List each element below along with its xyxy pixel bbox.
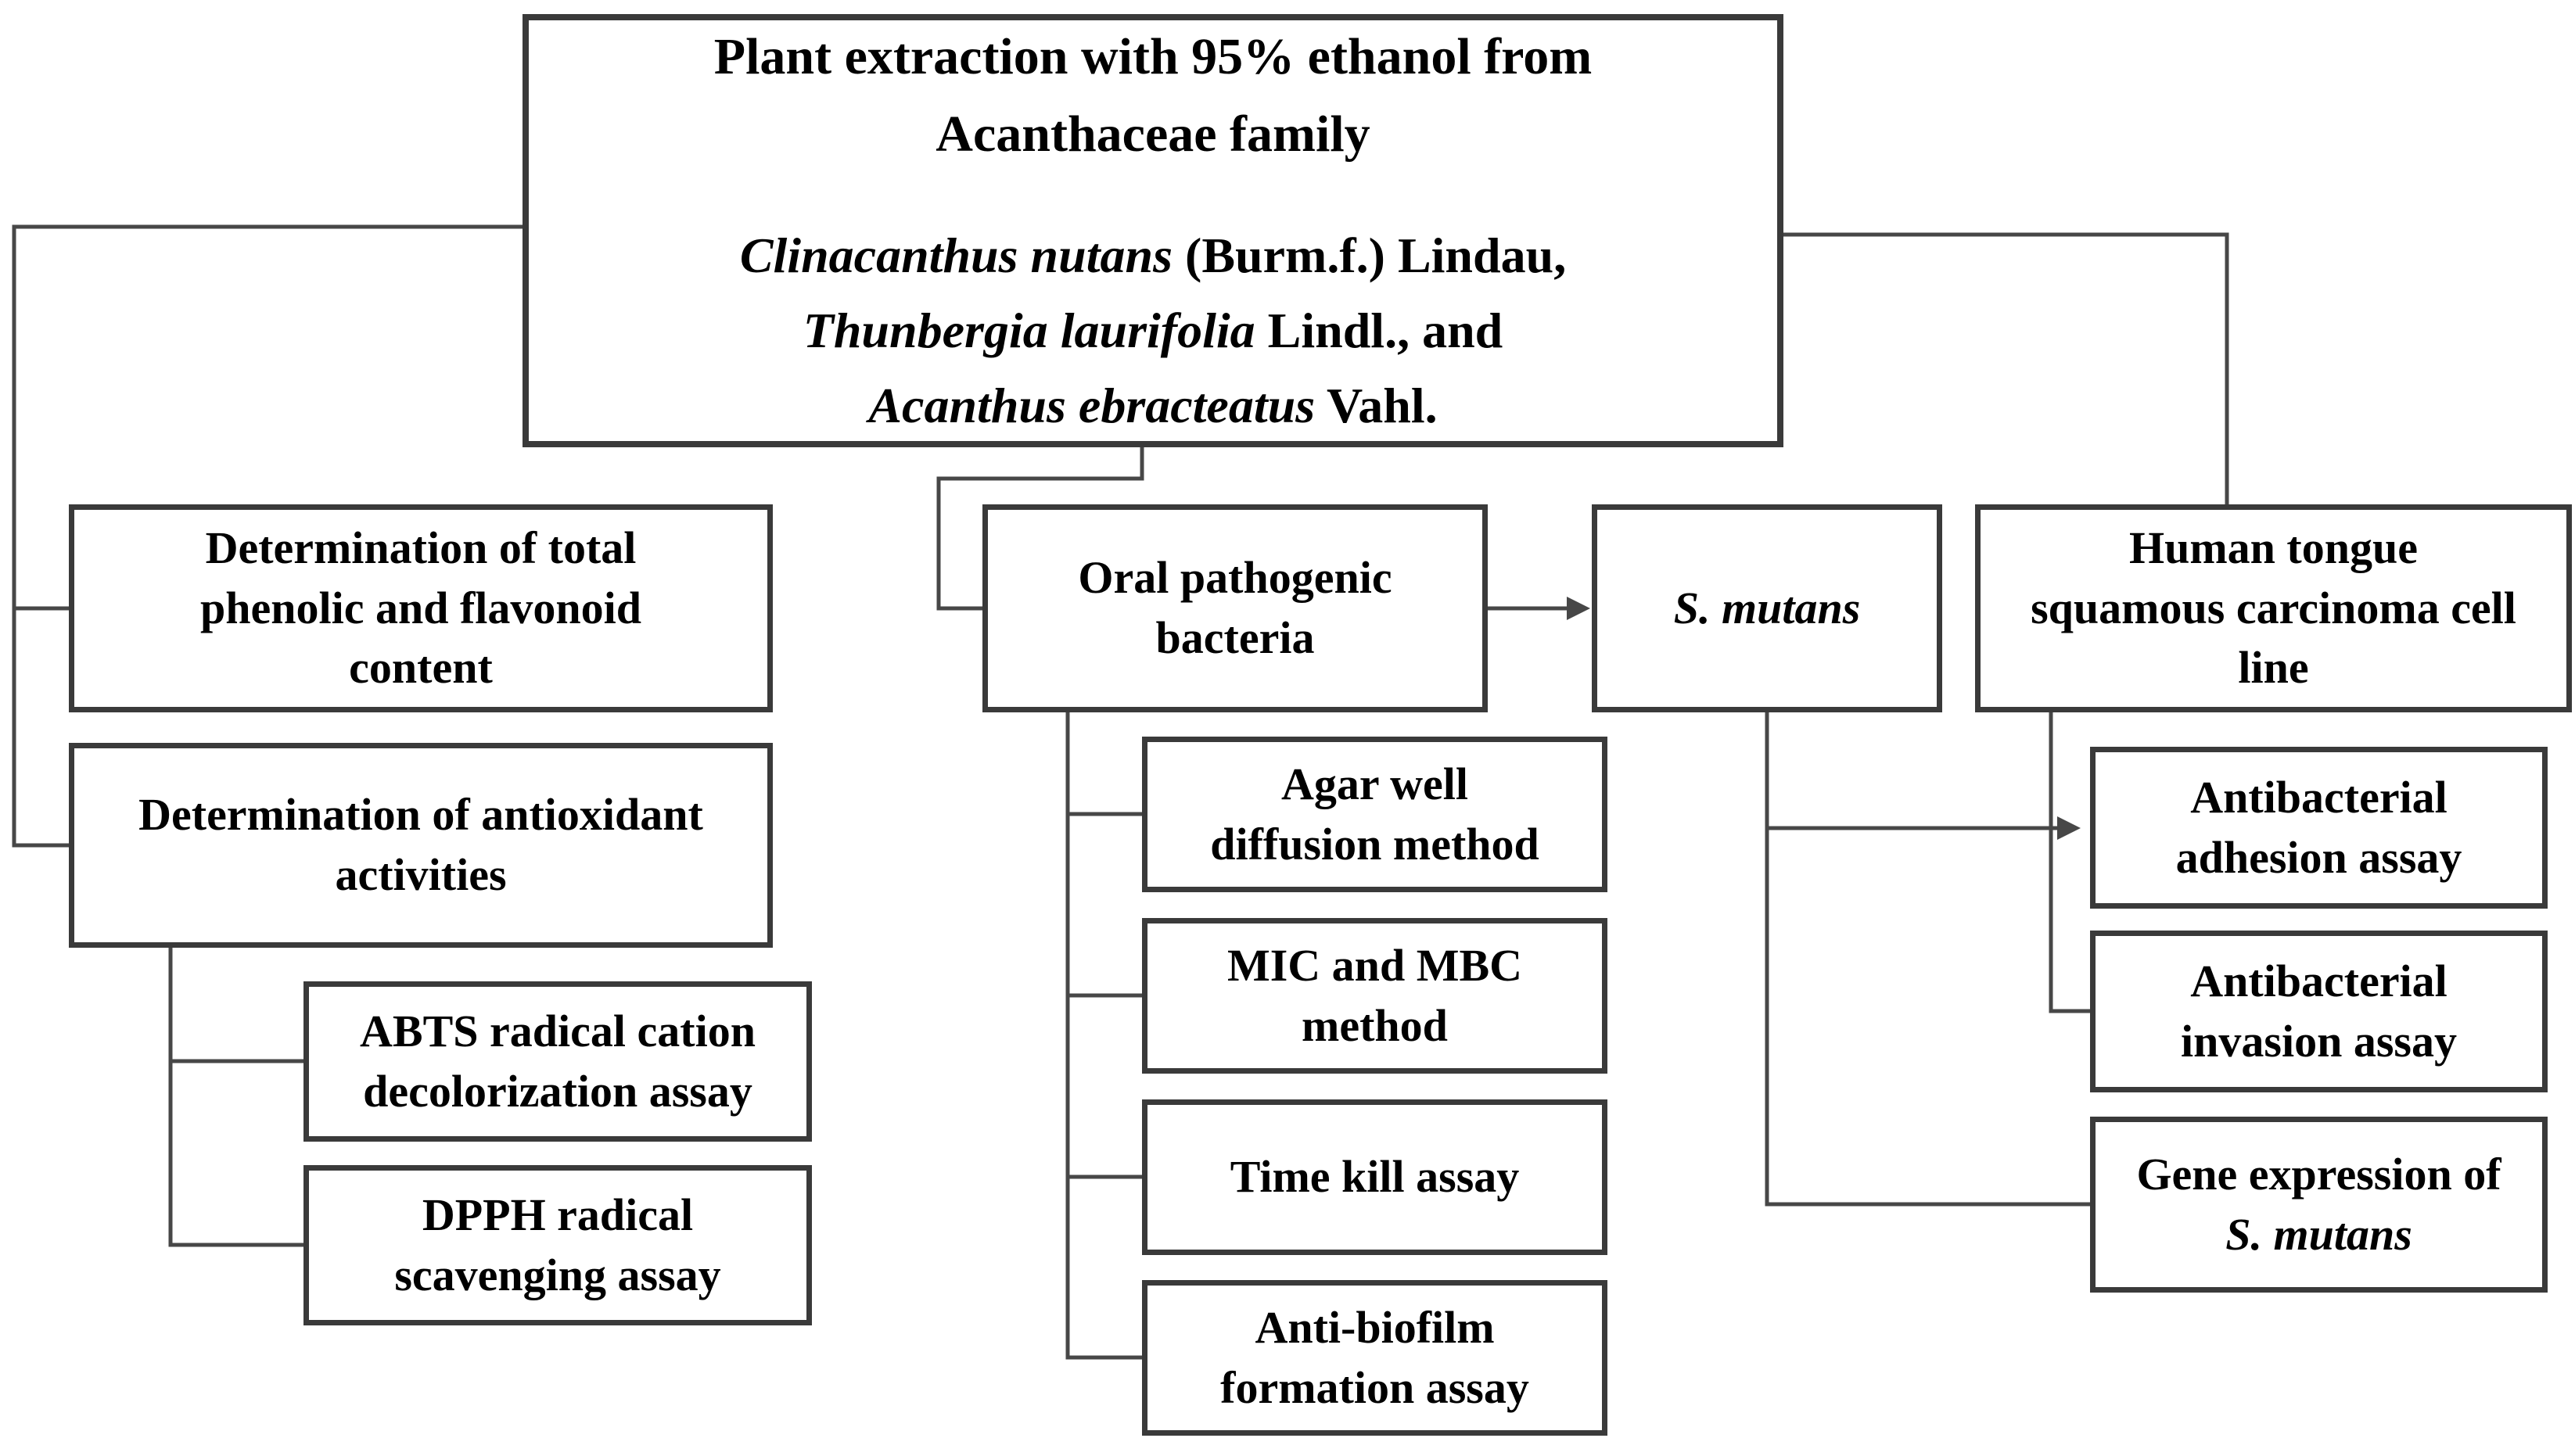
connector-top-to-oral: [936, 447, 1144, 611]
top-box-species: Clinacanthus nutans (Burm.f.) Lindau,Thu…: [739, 228, 1567, 433]
connector-smutans-to-gene: [1765, 712, 2090, 1207]
node-s-mutans: S. mutans: [1592, 504, 1942, 712]
connector-oral-to-biofilm: [1065, 712, 1142, 1360]
connector-top-to-humantongue: [1755, 232, 2229, 508]
connector-humantongue-to-invasion: [2049, 712, 2090, 1013]
node-time-kill-assay: Time kill assay: [1142, 1099, 1607, 1255]
connector-top-to-left-branch: [12, 224, 528, 848]
connector-antioxidant-to-dpph: [168, 946, 305, 1247]
